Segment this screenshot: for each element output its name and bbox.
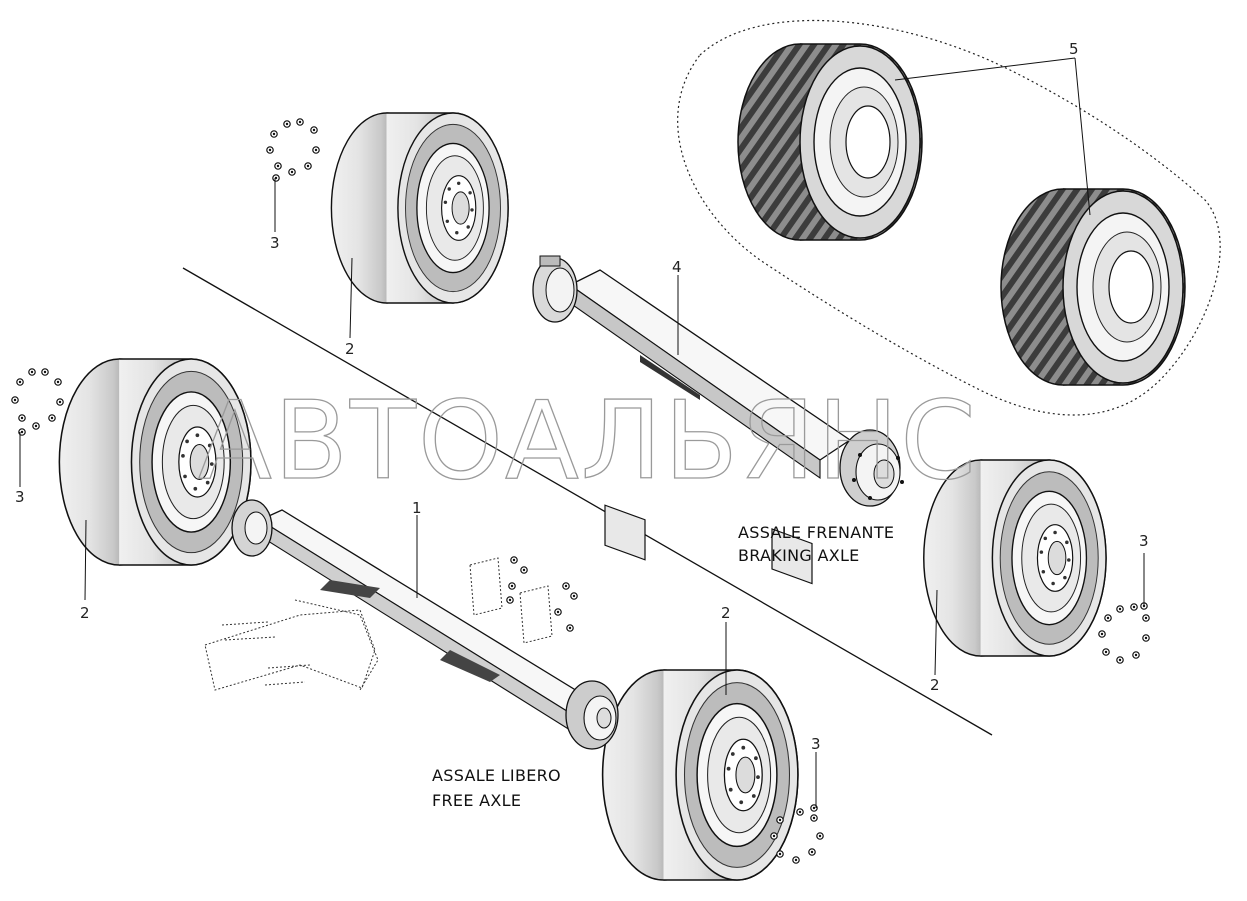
separator-line [182,267,993,736]
watermark: АВТОАЛЬЯНС [198,379,978,504]
callout-2-upper: 2 [345,340,355,358]
callout-4: 4 [672,258,682,276]
braking-axle-caption-it: ASSALE FRENANTE [738,523,894,542]
wheel-nuts-front-left [11,368,64,436]
callout-labels: 5 4 1 2 2 2 2 3 3 3 3 [15,40,1149,753]
wheel-front-right [601,669,799,881]
braking-axle-spring-seats [604,504,813,585]
callout-2-front-left: 2 [80,604,90,622]
clamp-plates [469,557,553,644]
flotation-tyre-lower [1000,188,1186,386]
braking-axle-caption-en: BRAKING AXLE [738,546,860,565]
callout-3-upper: 3 [270,234,280,252]
callout-5: 5 [1069,40,1079,58]
mounting-bracket-phantom [204,599,379,691]
braking-axle [532,255,904,585]
braking-axle-right-hub [839,429,904,507]
free-axle-left-hub [231,499,273,557]
free-axle-caption-en: FREE AXLE [432,791,521,810]
free-axle-caption-it: ASSALE LIBERO [432,766,561,785]
wheel-nuts-rear-right [1098,602,1150,664]
flotation-tyre-upper [737,43,923,241]
callout-3-rear-right: 3 [1139,532,1149,550]
free-axle [231,499,619,750]
wheel-rear-upper-left [330,112,509,304]
wheel-nuts-upper-left [266,118,320,182]
callout-2-rear-right: 2 [930,676,940,694]
braking-axle-caption: ASSALE FRENANTE BRAKING AXLE [738,523,894,565]
free-axle-right-hub [565,680,619,750]
free-axle-caption: ASSALE LIBERO FREE AXLE [432,766,561,810]
callout-3-front-right: 3 [811,735,821,753]
callout-1: 1 [412,499,422,517]
braking-axle-left-hub [532,255,578,323]
leader-lines [19,57,1145,808]
flotation-tyre-group-outline [677,19,1221,416]
callout-3-front-left: 3 [15,488,25,506]
callout-2-front-right: 2 [721,604,731,622]
